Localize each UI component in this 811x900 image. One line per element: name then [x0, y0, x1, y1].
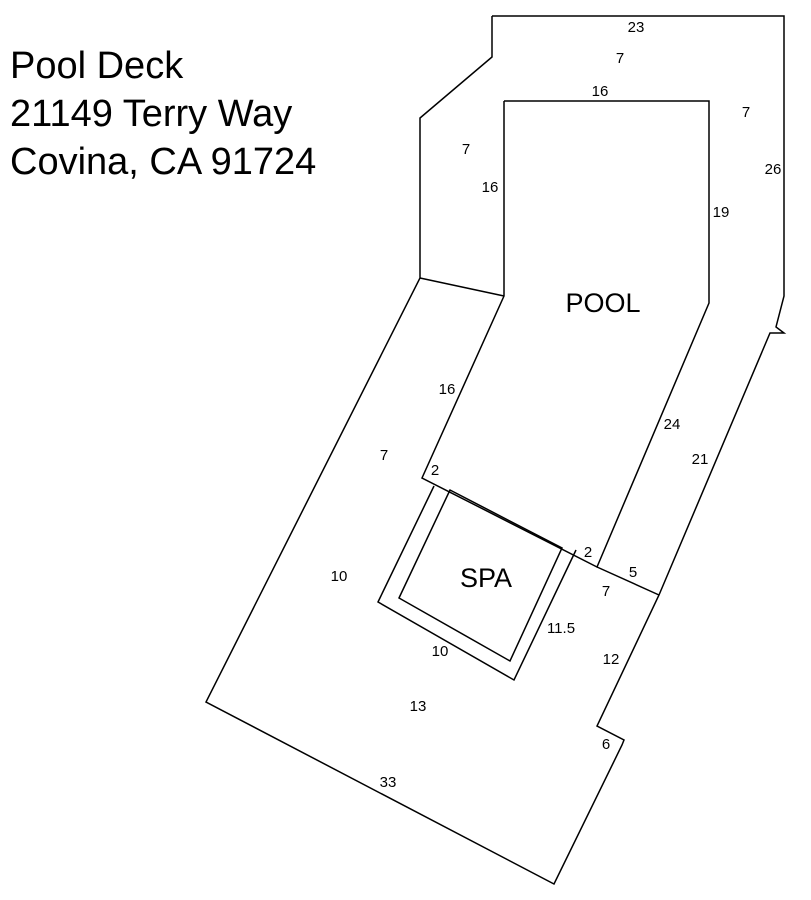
dim-step-top: 5: [629, 564, 637, 581]
dim-top-outer: 23: [628, 19, 645, 36]
title-line-city: Covina, CA 91724: [10, 141, 317, 183]
dim-spa-left: 10: [331, 568, 348, 585]
title-line-street: 21149 Terry Way: [10, 93, 293, 135]
dim-right-outer-lower: 21: [692, 451, 709, 468]
dim-right-outer-bottom: 12: [603, 651, 620, 668]
page-title: Pool Deck 21149 Terry Way Covina, CA 917…: [10, 42, 316, 186]
dim-left-deck-width-lower: 7: [380, 447, 388, 464]
spa-coping-outline: [377, 485, 577, 682]
dim-spa-bottom: 10: [432, 643, 449, 660]
dim-right-outer-upper: 26: [765, 161, 782, 178]
dim-spa-coping-right: 2: [584, 544, 592, 561]
dim-notch: 6: [602, 736, 610, 753]
deck-divider-line: [419, 277, 505, 297]
spa-inner-outline: [398, 488, 563, 663]
dim-step-side: 7: [602, 583, 610, 600]
dim-pool-right: 19: [713, 204, 730, 221]
dim-bottom-outer: 33: [380, 774, 397, 791]
dim-pool-top: 16: [592, 83, 609, 100]
dim-deck-bottom-width: 13: [410, 698, 427, 715]
title-line-name: Pool Deck: [10, 45, 184, 87]
dim-top-deck-width: 7: [616, 50, 624, 67]
dim-pool-left-upper: 16: [482, 179, 499, 196]
step-line: [596, 566, 660, 596]
dim-pool-right-diagonal: 24: [664, 416, 681, 433]
dim-spa-right: 11.5: [547, 620, 575, 637]
dim-pool-left-lower: 16: [439, 381, 456, 398]
dim-left-deck-width-upper: 7: [462, 141, 470, 158]
spa-label: SPA: [460, 563, 512, 593]
pool-label: POOL: [565, 288, 640, 318]
dim-spa-coping-left: 2: [431, 462, 439, 479]
dim-right-deck-width: 7: [742, 104, 750, 121]
deck-outer-boundary: [204, 15, 787, 886]
